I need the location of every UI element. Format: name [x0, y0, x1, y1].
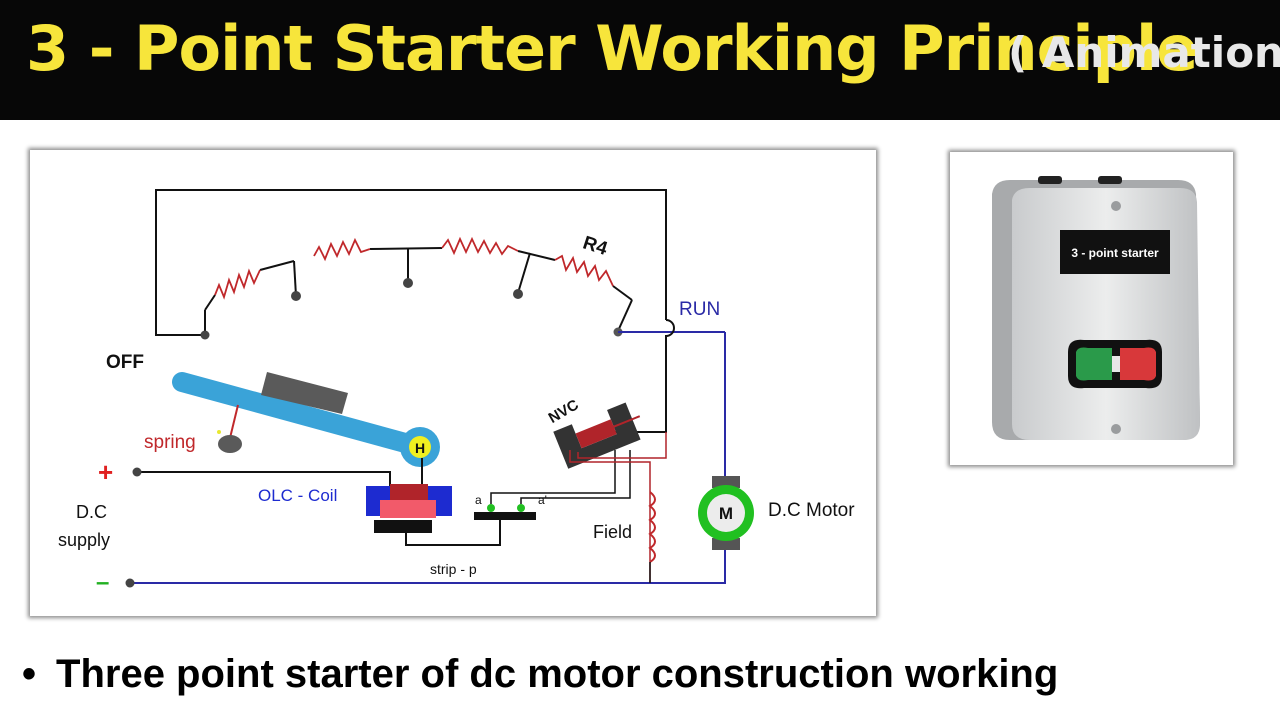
stud-contacts [200, 278, 623, 340]
olc-coil [390, 484, 428, 500]
spring-line [229, 404, 239, 439]
top-loop-wire [155, 189, 667, 336]
crossing-wire [598, 319, 675, 433]
resistor-r2 [313, 237, 371, 262]
resistor-r3 [441, 236, 519, 256]
bullet-icon: • [22, 652, 37, 696]
page-subtitle: ( Animation ) [1008, 28, 1280, 77]
label-field: Field [593, 522, 632, 542]
stop-button[interactable] [1120, 347, 1156, 381]
top-knob-right [1098, 176, 1122, 184]
bullet-text: Three point starter of dc motor construc… [56, 652, 1059, 696]
minus-bus [130, 544, 726, 584]
spring-anchor [218, 435, 242, 453]
label-a: a [475, 493, 482, 507]
soft-iron-piece [261, 372, 348, 414]
button-divider [1112, 356, 1120, 372]
starter-label-text: 3 - point starter [1071, 246, 1159, 260]
title-bar: 3 - Point Starter Working Principle ( An… [0, 0, 1280, 120]
plus-terminal [132, 467, 142, 477]
starter-circuit-diagram: OFF RUN R4 NVC spring H OLC - Coil + – D… [30, 150, 876, 616]
starter-label-plate [1060, 230, 1170, 274]
product-photo: 3 - point starter [950, 152, 1233, 465]
bottom-screw [1111, 424, 1121, 434]
bullet-item: • Three point starter of dc motor constru… [22, 652, 1058, 697]
a-prime-wire [520, 450, 631, 504]
minus-terminal [125, 578, 135, 588]
olc-plunger [374, 520, 432, 533]
label-minus: – [96, 569, 109, 596]
resistor-r1 [214, 268, 261, 300]
spring-dot [217, 430, 221, 434]
resistance-arc [204, 247, 633, 335]
label-olc: OLC - Coil [258, 486, 337, 505]
label-a-prime: a' [538, 493, 547, 507]
label-nvc: NVC [546, 396, 582, 427]
label-r4: R4 [580, 232, 610, 260]
label-spring: spring [144, 432, 196, 453]
starter-enclosure-illustration: 3 - point starter [992, 176, 1200, 440]
a-wire [490, 450, 616, 504]
olc-coil-lower [380, 500, 436, 518]
top-knob-left [1038, 176, 1062, 184]
handle-hub-icon [409, 436, 431, 458]
strip-p [474, 512, 536, 520]
label-strip: strip - p [430, 561, 477, 577]
nvc-magnet [553, 402, 641, 469]
label-supply-1: D.C [76, 502, 107, 522]
resistor-r4 [554, 254, 614, 287]
label-off: OFF [106, 352, 144, 373]
starter-handle-arm [172, 372, 430, 457]
plus-wire [137, 471, 391, 486]
label-plus: + [98, 457, 113, 487]
strip-wire [405, 520, 501, 546]
contact-a-prime [517, 504, 525, 512]
motor-brush-bottom [712, 538, 740, 550]
motor-brush-top [712, 476, 740, 488]
nvc-return-wire [577, 432, 667, 459]
top-screw [1111, 201, 1121, 211]
label-motor-m: M [719, 504, 733, 523]
nvc-field-wire [569, 450, 651, 583]
label-motor: D.C Motor [768, 500, 855, 521]
circuit-svg: OFF RUN R4 NVC spring H OLC - Coil + – D… [58, 189, 855, 596]
stud-taps [293, 248, 531, 297]
label-run: RUN [679, 299, 720, 320]
contact-a [487, 504, 495, 512]
start-button[interactable] [1076, 347, 1112, 381]
field-winding [648, 491, 656, 563]
page-title: 3 - Point Starter Working Principle [26, 12, 1198, 85]
label-supply-2: supply [58, 530, 110, 550]
label-handle: H [415, 440, 425, 456]
motor-armature [707, 494, 745, 532]
enclosure-front [1012, 188, 1200, 440]
stud-off [200, 330, 210, 340]
